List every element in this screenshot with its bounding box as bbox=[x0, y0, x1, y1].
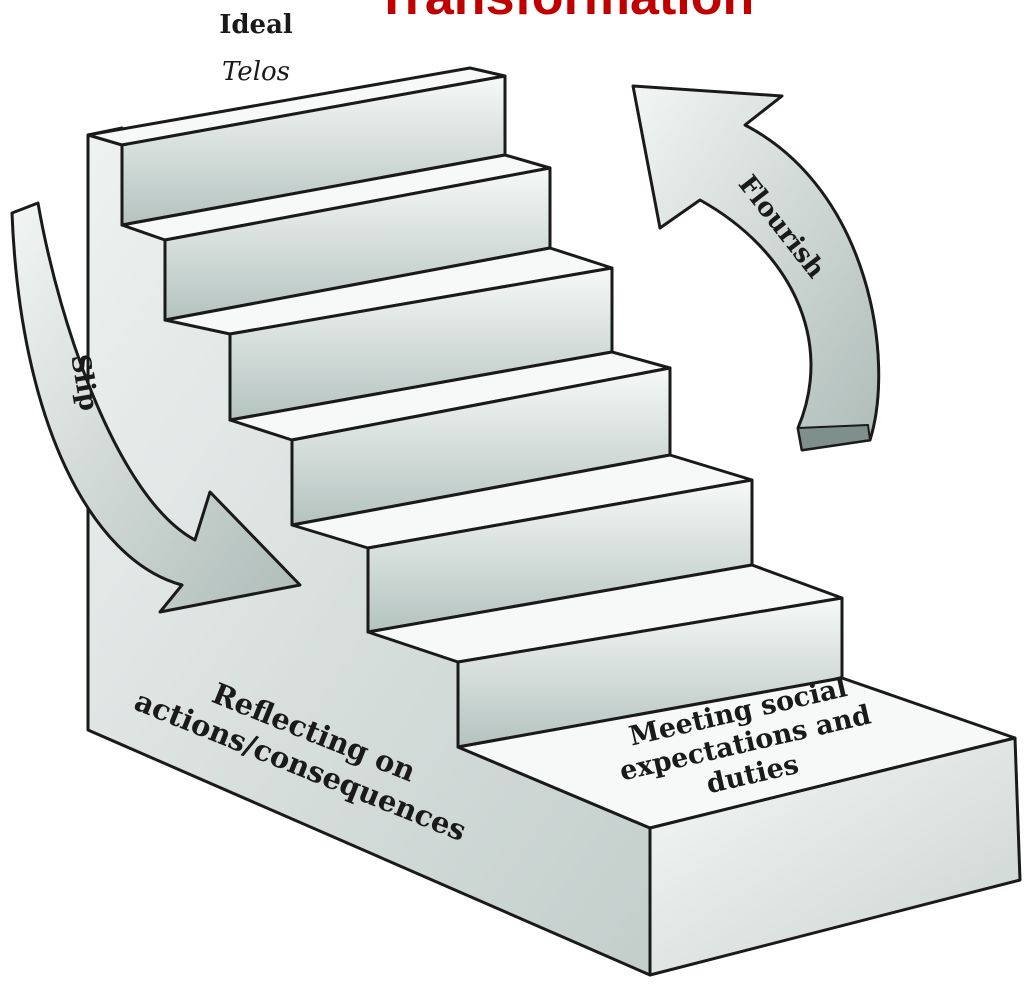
flourish-arrow bbox=[631, 84, 881, 452]
stair-step-3 bbox=[163, 246, 614, 422]
stair-step-6 bbox=[366, 563, 844, 749]
telos-label: Telos bbox=[222, 57, 290, 87]
slip-arrow bbox=[10, 201, 302, 614]
ideal-label: Ideal bbox=[219, 10, 293, 40]
diagram-title: Transformation bbox=[376, 0, 755, 26]
stair-step-4 bbox=[228, 350, 672, 527]
stair-base-platform bbox=[456, 676, 1022, 977]
